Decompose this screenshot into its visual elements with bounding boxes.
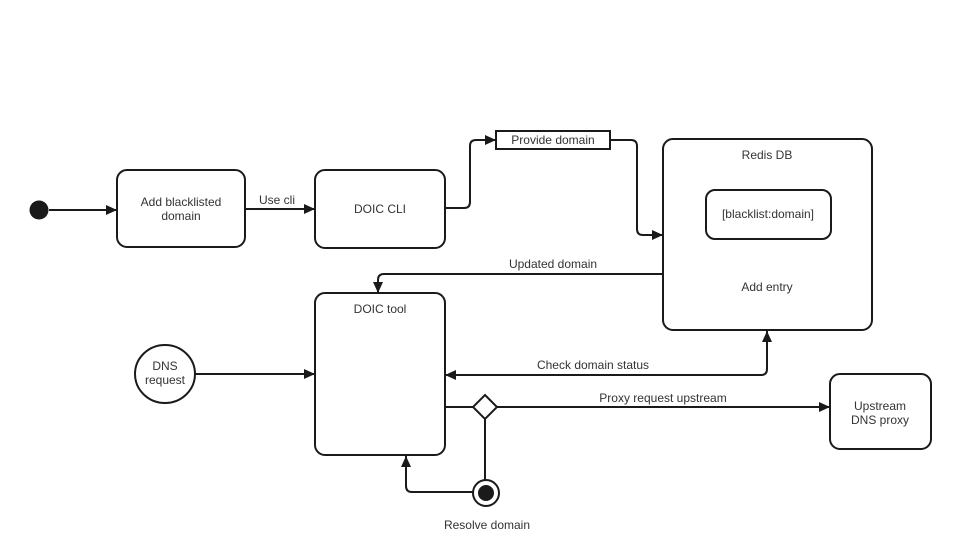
node-add-blacklisted-domain-label-line1: Add blacklisted	[141, 195, 222, 209]
node-dns-request-label-line1: DNS	[152, 359, 177, 373]
node-doic-tool	[314, 292, 446, 456]
node-doic-cli	[314, 169, 446, 249]
node-add-blacklisted-domain	[116, 169, 246, 248]
edge-updated-domain	[373, 273, 663, 293]
node-dns-request	[134, 344, 196, 404]
edge-label-proxy-request-upstream: Proxy request upstream	[599, 391, 726, 405]
final-node-inner	[478, 485, 494, 501]
edge-label-add-entry: Add entry	[741, 280, 792, 294]
node-add-blacklisted-domain-label-line2: domain	[161, 209, 200, 223]
node-upstream-dns-proxy	[829, 373, 932, 450]
edge-label-resolve-domain: Resolve domain	[444, 518, 530, 532]
initial-node	[29, 200, 49, 220]
decision-diamond	[471, 393, 499, 421]
node-blacklist-domain	[705, 189, 832, 240]
edge-label-use-cli: Use cli	[259, 193, 295, 207]
node-upstream-dns-proxy-label-line1: Upstream	[854, 399, 906, 413]
node-blacklist-domain-label: [blacklist:domain]	[722, 207, 814, 221]
node-upstream-dns-proxy-label-line2: DNS proxy	[851, 413, 909, 427]
node-provide-domain-label: Provide domain	[511, 133, 594, 147]
edge-check-domain-status	[445, 331, 772, 380]
edge-cli-to-provide-domain	[445, 135, 496, 209]
edge-resolve-domain-loop	[401, 456, 473, 493]
edge-label-check-domain-status: Check domain status	[537, 358, 649, 372]
node-provide-domain	[495, 130, 611, 150]
edge-provide-domain-to-redis	[610, 139, 663, 240]
edge-label-updated-domain: Updated domain	[509, 257, 597, 271]
node-doic-tool-label: DOIC tool	[354, 302, 407, 316]
node-doic-cli-label: DOIC CLI	[354, 202, 406, 216]
node-dns-request-label-line2: request	[145, 373, 186, 387]
container-redis-db-label: Redis DB	[742, 148, 793, 162]
